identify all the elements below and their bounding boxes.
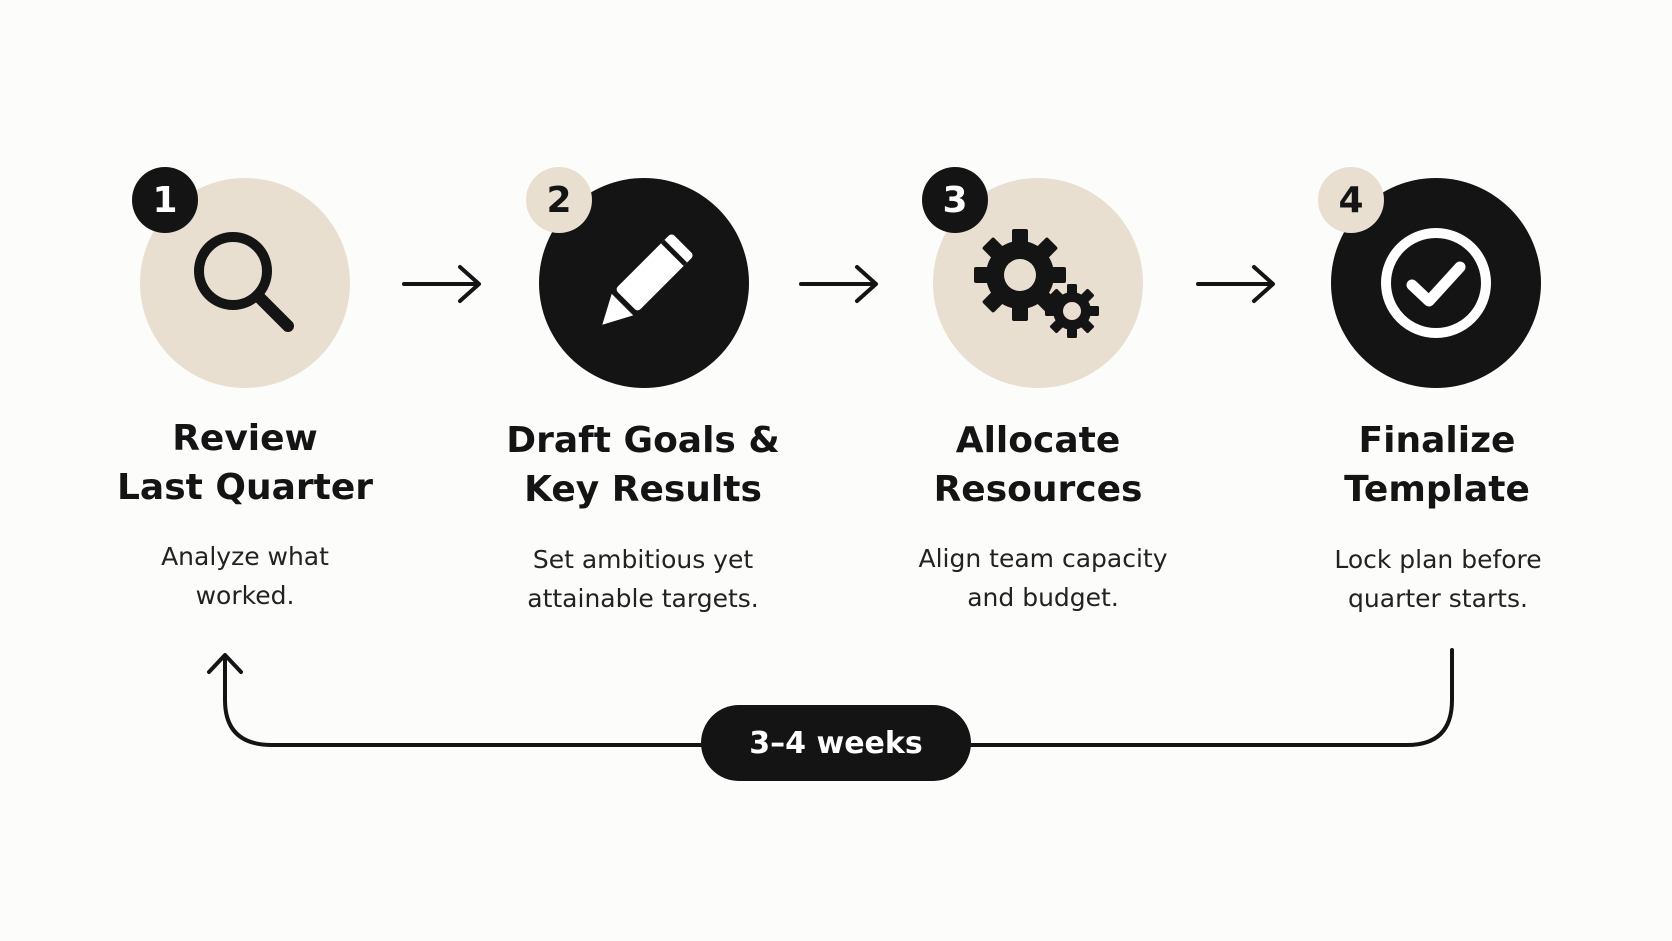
step-1-desc-line-2: worked. — [195, 581, 295, 610]
step-3-title: Allocate Resources — [873, 416, 1203, 514]
step-3-title-line-2: Resources — [933, 469, 1143, 510]
step-1-title: Review Last Quarter — [80, 414, 410, 512]
cycle-duration-label: 3–4 weeks — [749, 725, 923, 761]
step-3-description: Align team capacity and budget. — [878, 539, 1208, 617]
step-4-desc-line-1: Lock plan before — [1334, 545, 1542, 574]
step-4-title-line-2: Template — [1344, 469, 1530, 510]
step-4-badge: 4 — [1318, 167, 1384, 233]
step-3-title-line-1: Allocate — [955, 420, 1121, 461]
step-2-desc-line-1: Set ambitious yet — [532, 545, 754, 574]
step-2-title: Draft Goals & Key Results — [478, 416, 808, 514]
step-3-badge: 3 — [922, 167, 988, 233]
step-4-description: Lock plan before quarter starts. — [1273, 540, 1603, 618]
step-4-title: Finalize Template — [1272, 416, 1602, 514]
step-3-number: 3 — [942, 179, 968, 221]
step-4-title-line-1: Finalize — [1358, 420, 1516, 461]
step-2-title-line-2: Key Results — [524, 469, 762, 510]
step-3-desc-line-2: and budget. — [967, 583, 1119, 612]
gears-icon — [974, 229, 1099, 338]
step-1-badge: 1 — [132, 167, 198, 233]
step-1-number: 1 — [152, 179, 178, 221]
step-3-circle — [933, 178, 1143, 388]
step-4-number: 4 — [1338, 179, 1364, 221]
step-1-title-line-1: Review — [172, 418, 318, 459]
step-2-description: Set ambitious yet attainable targets. — [478, 540, 808, 618]
step-1-title-line-2: Last Quarter — [116, 467, 374, 508]
cycle-duration-badge: 3–4 weeks — [701, 705, 971, 781]
arrow-right-icon — [402, 265, 481, 303]
step-2-number: 2 — [546, 179, 572, 221]
arrow-up-icon — [207, 653, 243, 674]
step-2-title-line-1: Draft Goals & — [506, 420, 780, 461]
step-4-desc-line-2: quarter starts. — [1348, 584, 1528, 613]
arrow-right-icon — [799, 265, 878, 303]
step-3-desc-line-1: Align team capacity — [918, 544, 1168, 573]
step-2-badge: 2 — [526, 167, 592, 233]
step-2-desc-line-2: attainable targets. — [527, 584, 759, 613]
arrow-right-icon — [1196, 265, 1275, 303]
check-circle-icon — [1381, 228, 1491, 338]
step-1-desc-line-1: Analyze what — [161, 542, 329, 571]
pencil-icon — [602, 234, 693, 325]
step-1-description: Analyze what worked. — [80, 537, 410, 615]
magnifier-icon — [194, 232, 294, 332]
